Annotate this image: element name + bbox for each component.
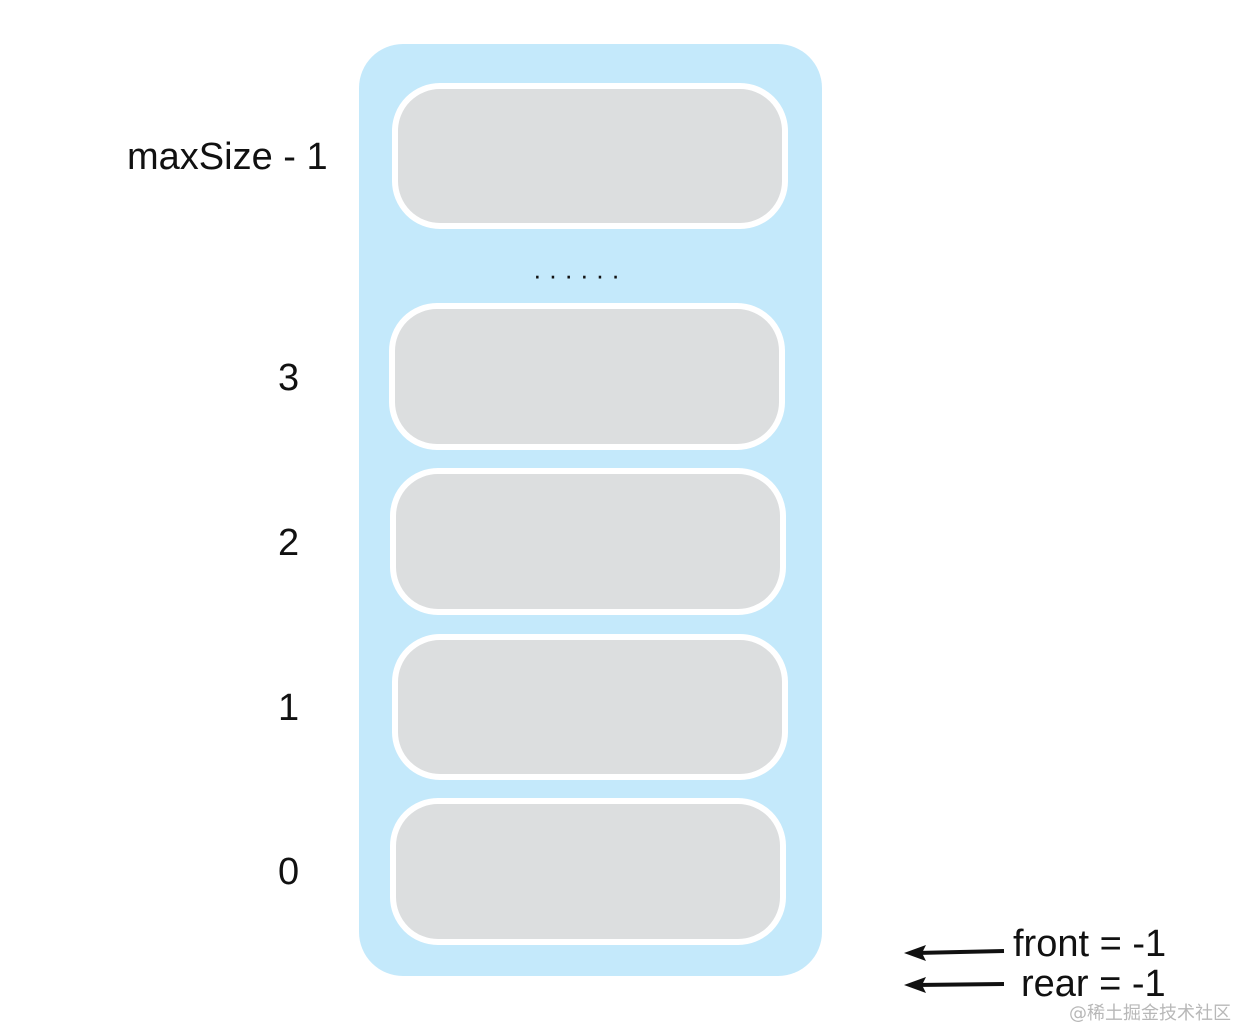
slot-0 [390, 798, 786, 945]
slot-1 [392, 634, 788, 780]
index-label-1: 1 [278, 687, 300, 729]
rear-pointer-label: rear = -1 [1021, 963, 1166, 1005]
front-arrow-icon [904, 945, 1005, 961]
index-label-2: 2 [278, 522, 300, 564]
slot-2 [390, 468, 786, 615]
slot-3 [389, 303, 785, 450]
index-label-0: 0 [278, 851, 300, 893]
slot-max [392, 83, 788, 229]
ellipsis: ······ [533, 260, 627, 290]
rear-arrow-icon [904, 977, 1005, 993]
index-label-max: maxSize - 1 [127, 136, 328, 178]
watermark: @稀土掘金技术社区 [1069, 1003, 1231, 1024]
front-pointer-label: front = -1 [1013, 923, 1167, 965]
index-label-3: 3 [278, 357, 300, 399]
